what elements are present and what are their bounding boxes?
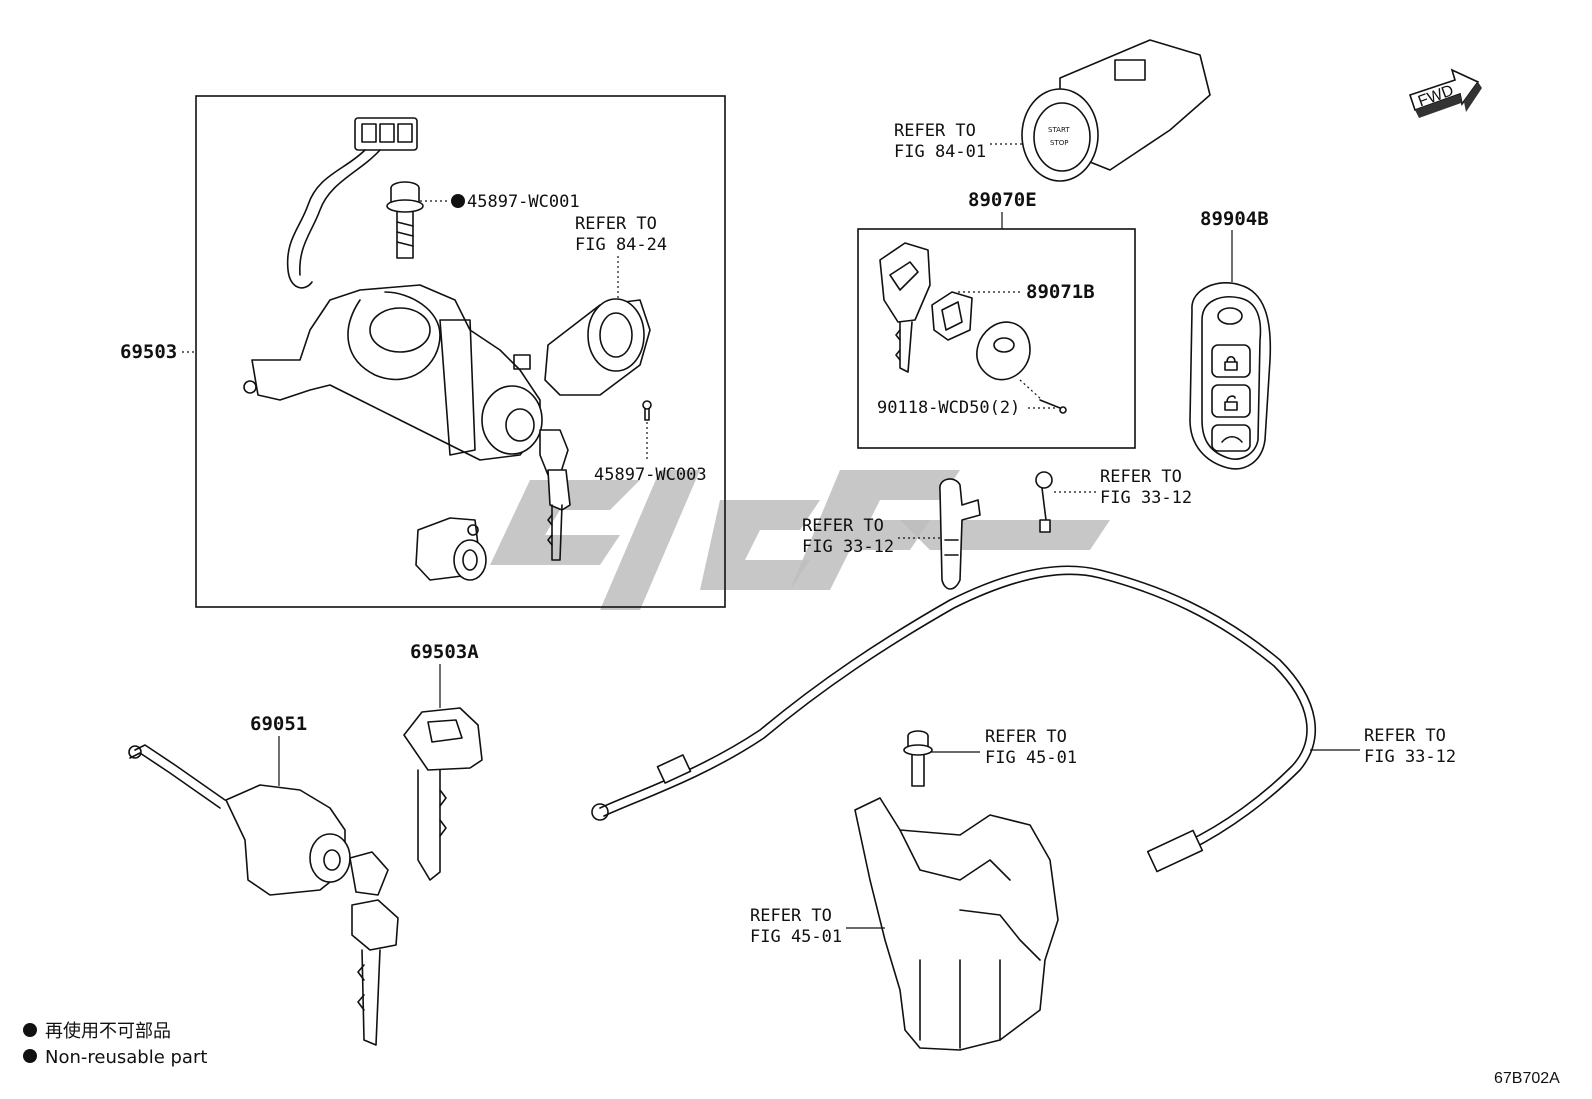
part-69503a-label: 69503A bbox=[410, 641, 479, 663]
part-45897-wc001-label: 45897-WC001 bbox=[467, 192, 580, 212]
svg-text:START: START bbox=[1048, 126, 1070, 134]
svg-text:STOP: STOP bbox=[1050, 139, 1068, 147]
shift-lock-cable bbox=[591, 565, 1317, 873]
lock-cylinder-small bbox=[939, 478, 981, 590]
transponder-kit-box bbox=[857, 228, 1136, 449]
smart-key-fob bbox=[1189, 281, 1272, 470]
refer-fig-33-12-b-line1: REFER TO bbox=[1100, 467, 1182, 487]
refer-fig-33-12-a-line1: REFER TO bbox=[802, 516, 884, 536]
part-90118-label: 90118-WCD50(2) bbox=[877, 398, 1020, 418]
diagram-code: 67B702A bbox=[1494, 1070, 1560, 1087]
refer-fig-45-01-a-line1: REFER TO bbox=[985, 727, 1067, 747]
assembly-69503-box bbox=[195, 95, 726, 608]
legend-en-label: Non-reusable part bbox=[45, 1047, 207, 1068]
legend: 再使用不可部品 Non-reusable part bbox=[23, 1021, 207, 1068]
part-69503-label: 69503 bbox=[120, 341, 177, 363]
part-89904b-label: 89904B bbox=[1200, 208, 1269, 230]
non-reusable-marker bbox=[451, 194, 465, 208]
refer-fig-45-01-b-line1: REFER TO bbox=[750, 906, 832, 926]
refer-fig-45-01-b-line2: FIG 45-01 bbox=[750, 927, 842, 947]
ignition-key bbox=[539, 429, 571, 561]
door-lock-cylinder-set-69051 bbox=[128, 744, 399, 1046]
transponder-coil-assembly bbox=[544, 298, 651, 396]
refer-fig-84-01-line2: FIG 84-01 bbox=[894, 142, 986, 162]
refer-fig-33-12-c-line2: FIG 33-12 bbox=[1364, 747, 1456, 767]
fwd-arrow-icon: FWD bbox=[1408, 68, 1482, 118]
column-cover-bolt bbox=[903, 730, 933, 787]
key-cover-plate bbox=[976, 321, 1031, 381]
refer-fig-84-01-line1: REFER TO bbox=[894, 121, 976, 141]
part-89070e-label: 89070E bbox=[968, 189, 1037, 211]
refer-fig-84-24-line1: REFER TO bbox=[575, 214, 657, 234]
screw-45897-wc003 bbox=[642, 400, 652, 421]
start-stop-switch: START STOP bbox=[1021, 39, 1211, 182]
emergency-key-69503a bbox=[403, 707, 483, 881]
part-45897-wc003-label: 45897-WC003 bbox=[594, 465, 707, 485]
legend-bullet-jp bbox=[23, 1023, 37, 1037]
refer-fig-84-24-line2: FIG 84-24 bbox=[575, 235, 667, 255]
legend-bullet-en bbox=[23, 1049, 37, 1063]
ignition-lock-body bbox=[243, 284, 543, 461]
key-blade-89070e bbox=[879, 242, 931, 373]
door-lock-cylinder bbox=[415, 517, 487, 581]
part-69051-label: 69051 bbox=[250, 713, 307, 735]
refer-fig-33-12-a-line2: FIG 33-12 bbox=[802, 537, 894, 557]
legend-jp-label: 再使用不可部品 bbox=[45, 1021, 171, 1042]
lock-pin-small bbox=[1035, 471, 1053, 533]
refer-fig-33-12-c-line1: REFER TO bbox=[1364, 726, 1446, 746]
watermark-logo bbox=[490, 470, 1110, 610]
bolt-45897-wc001 bbox=[386, 181, 424, 259]
screw-90118 bbox=[1039, 399, 1067, 414]
transponder-chip-89071b bbox=[931, 291, 973, 341]
part-89071b-label: 89071B bbox=[1026, 281, 1095, 303]
refer-fig-33-12-b-line2: FIG 33-12 bbox=[1100, 488, 1192, 508]
ignition-switch-harness bbox=[286, 117, 418, 289]
refer-fig-45-01-a-line2: FIG 45-01 bbox=[985, 748, 1077, 768]
steering-column-cover bbox=[854, 797, 1059, 1051]
